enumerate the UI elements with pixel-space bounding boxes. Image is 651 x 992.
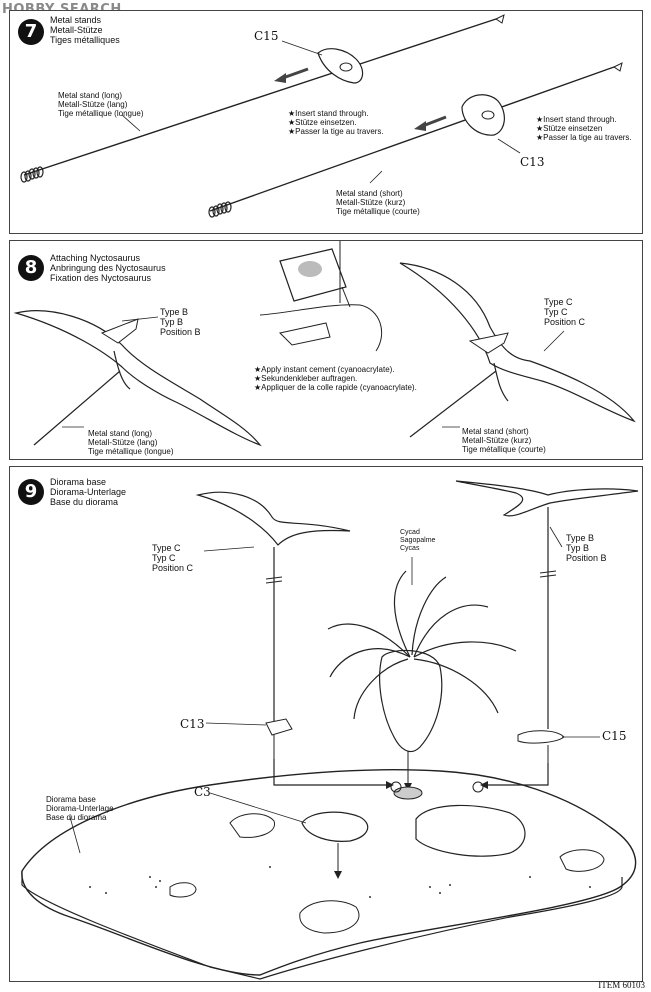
metal-stand-short-label: Metal stand (short)Metall-Stütze (kurz)T… [336,189,420,216]
part-c13-step9-label: C13 [180,717,205,731]
part-c3-label: C3 [194,785,211,799]
step-9-number: 9 [18,479,44,505]
step-7-number: 7 [18,19,44,45]
insert-stand-note-2: ★Insert stand through.★Stütze einsetzen★… [536,115,632,142]
step-8-short-stand-label: Metal stand (short)Metall-Stütze (kurz)T… [462,427,546,454]
metal-stand-long-label: Metal stand (long)Metall-Stütze (lang)Ti… [58,91,144,118]
part-c15-step9-label: C15 [602,729,627,743]
step-8-illustration [13,241,636,447]
insert-stand-note-1: ★Insert stand through.★Stütze einsetzen.… [288,109,384,136]
step-8-long-stand-label: Metal stand (long)Metall-Stütze (lang)Ti… [88,429,174,456]
cement-note: ★Apply instant cement (cyanoacrylate).★S… [254,365,417,392]
part-c13-label: C13 [520,155,545,169]
part-c15-label: C15 [254,29,279,43]
step-8-number: 8 [18,255,44,281]
step-7-illustration [20,14,623,218]
item-number: ITEM 60103 [598,980,645,990]
step-9-illustration [21,480,639,980]
